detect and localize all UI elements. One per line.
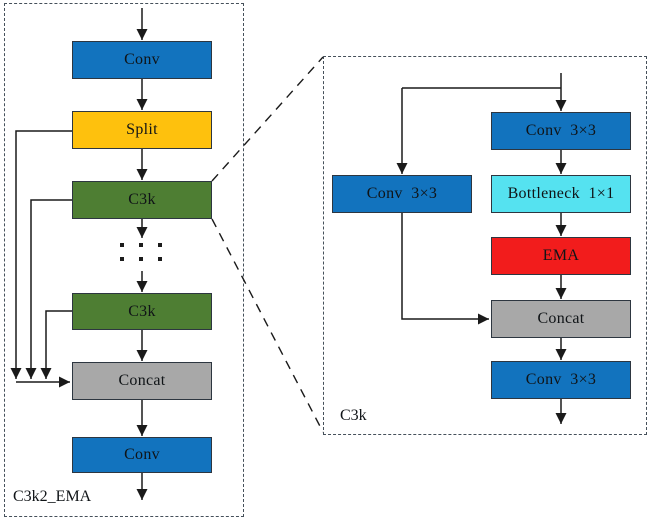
node-concat-right-label: Concat: [537, 310, 585, 327]
dot: [120, 257, 124, 261]
node-conv-left-branch-label: Conv 3×3: [366, 185, 438, 202]
node-bottleneck: Bottleneck 1×1: [491, 175, 631, 213]
dot: [139, 257, 143, 261]
dot: [158, 243, 162, 247]
right-panel-label: C3k: [340, 407, 367, 424]
node-split: Split: [72, 111, 212, 149]
node-conv-output: Conv: [72, 437, 212, 473]
node-conv-out-right: Conv 3×3: [491, 361, 631, 399]
node-conv-output-label: Conv: [124, 446, 160, 463]
node-split-label: Split: [126, 121, 158, 138]
node-c3k-last-label: C3k: [128, 302, 156, 320]
node-c3k-first: C3k: [72, 181, 212, 219]
node-conv-input: Conv: [72, 41, 212, 79]
node-conv-out-right-label: Conv 3×3: [525, 371, 597, 388]
node-concat-left: Concat: [72, 362, 212, 400]
dot: [158, 257, 162, 261]
node-conv-top-right: Conv 3×3: [491, 112, 631, 150]
node-concat-right: Concat: [491, 300, 631, 338]
left-panel-label: C3k2_EMA: [13, 488, 92, 505]
ellipsis-dots: [120, 243, 177, 271]
node-conv-input-label: Conv: [124, 51, 160, 68]
node-ema: EMA: [491, 237, 631, 275]
node-bottleneck-label: Bottleneck 1×1: [507, 185, 615, 202]
dot: [139, 243, 143, 247]
dot: [120, 243, 124, 247]
node-conv-top-right-label: Conv 3×3: [525, 122, 597, 139]
node-concat-left-label: Concat: [118, 372, 166, 389]
node-ema-label: EMA: [542, 247, 580, 264]
node-c3k-first-label: C3k: [128, 191, 156, 208]
node-conv-left-branch: Conv 3×3: [332, 175, 472, 213]
node-c3k-last: C3k: [72, 293, 212, 330]
